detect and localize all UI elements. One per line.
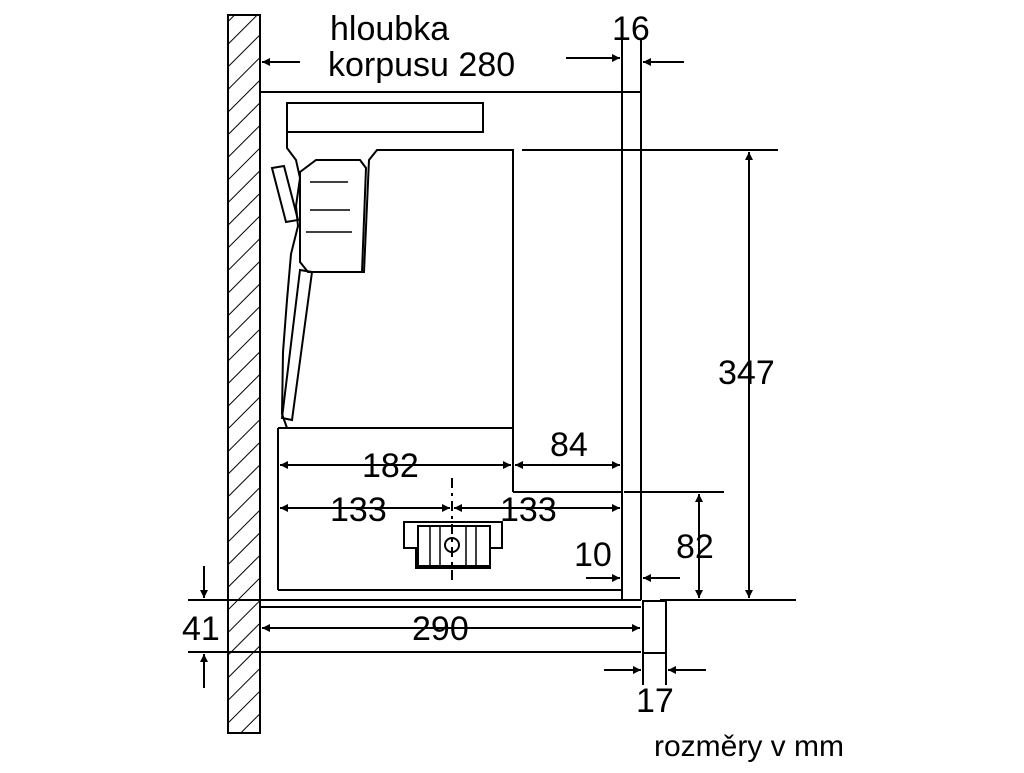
- label-dim-290: 290: [412, 610, 469, 648]
- label-dim-182: 182: [362, 447, 419, 485]
- label-units: rozměry v mm: [654, 730, 844, 763]
- label-dim-133-right: 133: [500, 491, 557, 529]
- hood-body: [280, 132, 514, 429]
- hood-side-profile: [280, 268, 314, 422]
- label-dim-84: 84: [550, 426, 588, 464]
- hood-handle: [270, 164, 300, 224]
- hood-upper-profile: [286, 102, 484, 133]
- hood-filter-lever-inner: [306, 181, 352, 233]
- label-dim-16: 16: [612, 10, 650, 48]
- label-dim-133-left: 133: [330, 491, 387, 529]
- label-dim-10: 10: [574, 536, 612, 574]
- front-trim: [642, 600, 667, 654]
- wall-hatched: [227, 14, 261, 734]
- label-dim-347: 347: [718, 354, 775, 392]
- hood-filter-lever: [299, 159, 368, 273]
- label-depth-line1: hloubka: [330, 10, 449, 48]
- label-depth-line2: korpusu 280: [328, 46, 515, 84]
- mount-bracket: [403, 521, 503, 569]
- label-dim-41: 41: [182, 610, 220, 648]
- label-dim-82: 82: [676, 528, 714, 566]
- label-dim-17: 17: [636, 682, 674, 720]
